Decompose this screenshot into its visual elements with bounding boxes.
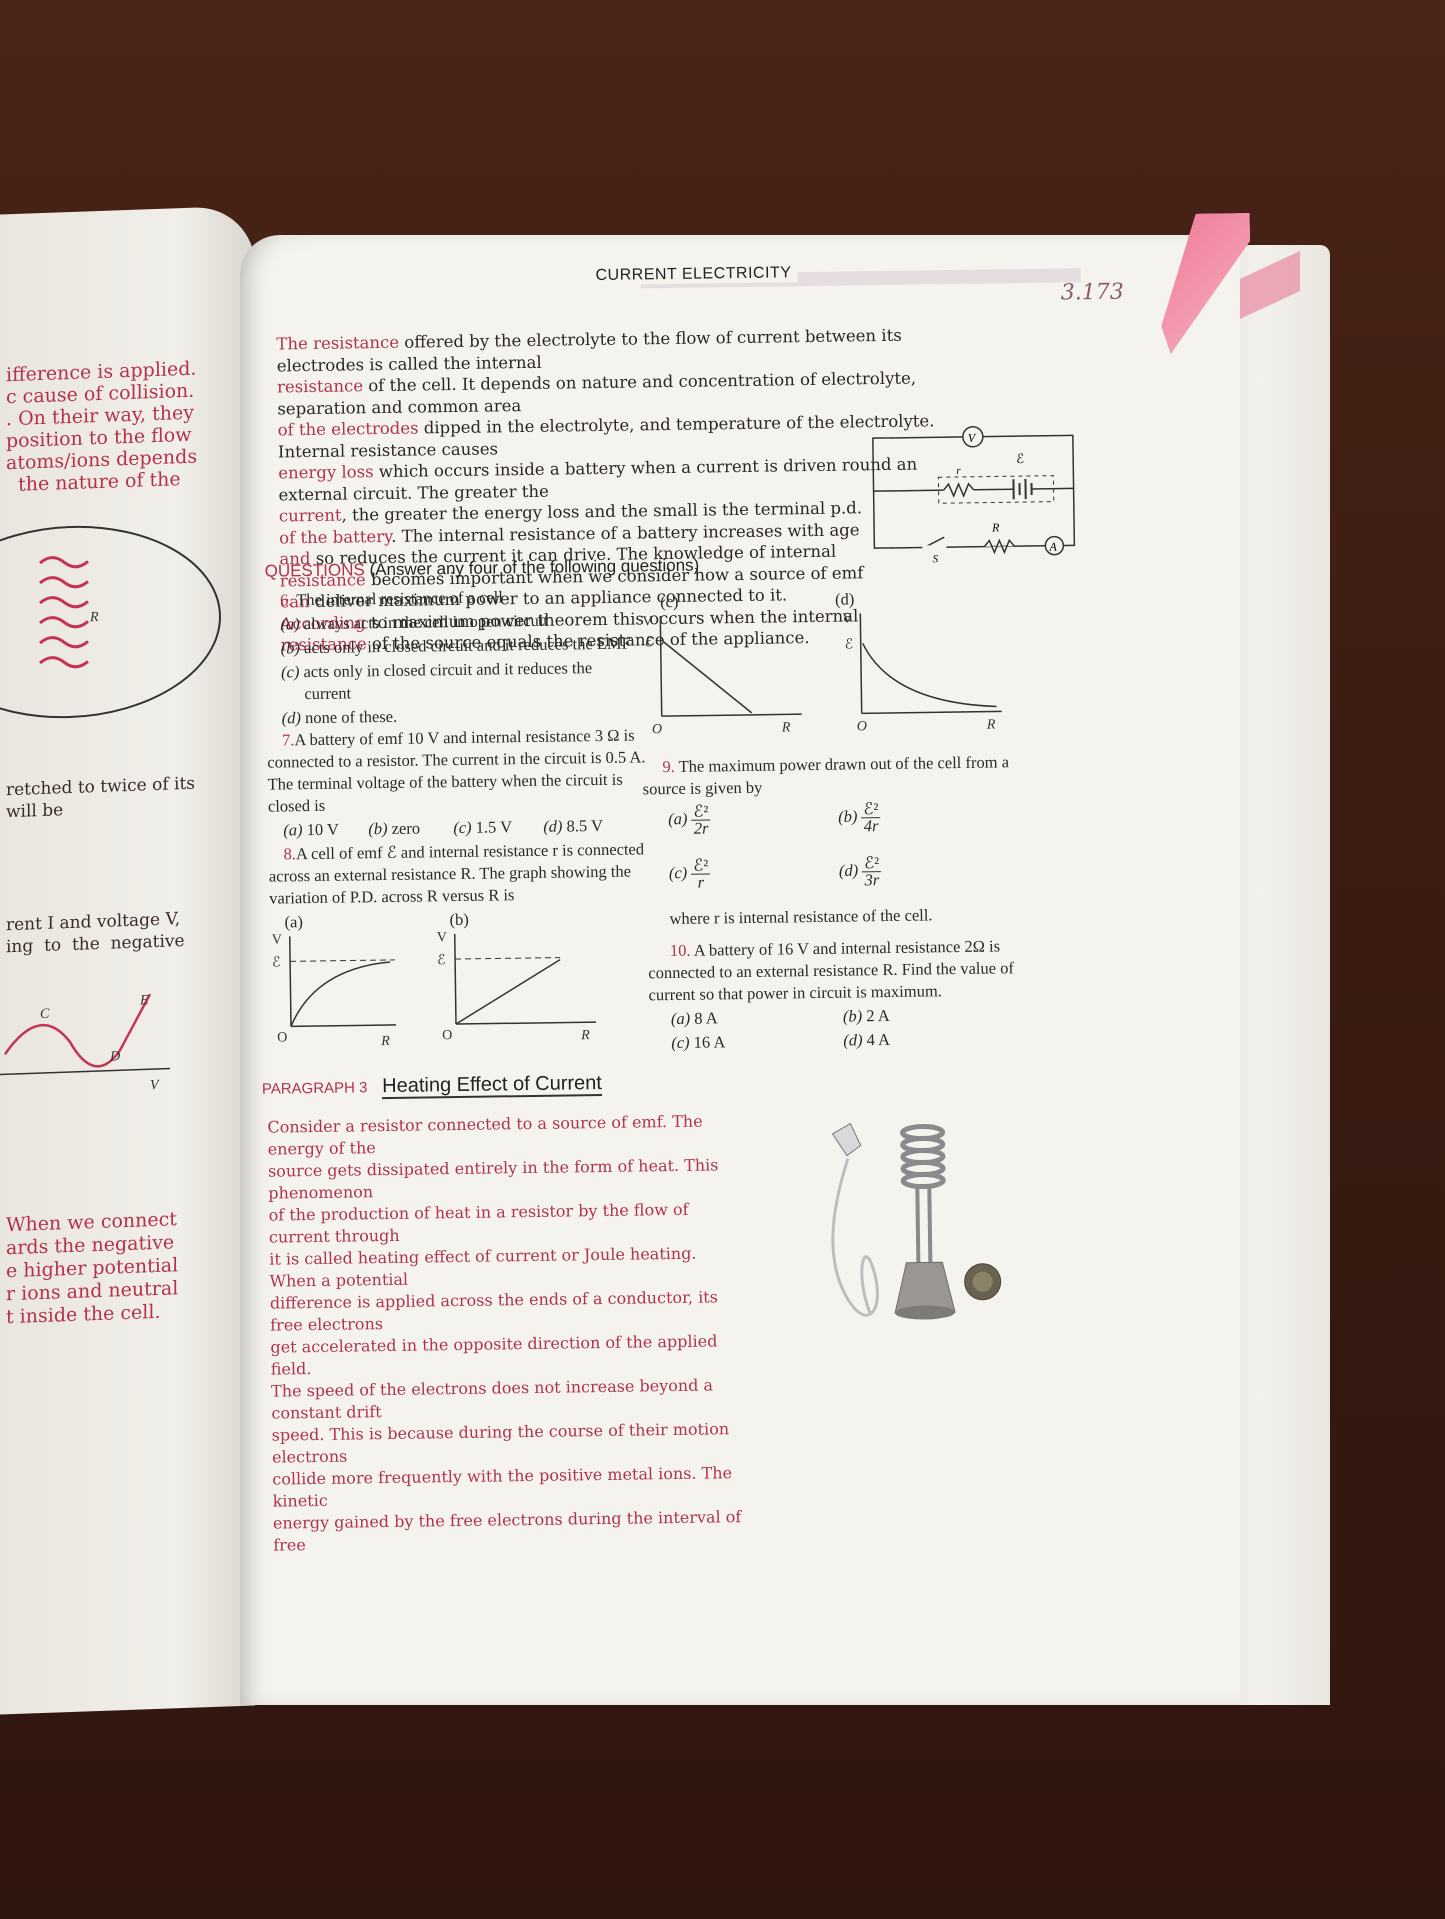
svg-text:r: r [956, 465, 961, 477]
svg-text:S: S [932, 553, 938, 563]
q6-option-b[interactable]: (b) acts only in closed circuit and it r… [280, 633, 631, 658]
q8-line: across an external resistance R. The gra… [268, 861, 632, 886]
left-text-line: the nature of the [6, 468, 181, 497]
left-text-line: t inside the cell. [6, 1300, 161, 1329]
q6-option-d[interactable]: (d) none of these. [281, 706, 398, 728]
q7-option-d[interactable]: (d) 8.5 V [543, 815, 604, 836]
q10-option-a[interactable]: (a) 8 A [670, 1008, 718, 1029]
running-head: CURRENT ELECTRICITY [595, 264, 798, 286]
svg-text:R: R [380, 1034, 390, 1049]
q8-graph-c-label: (c) [659, 591, 679, 612]
q10-option-b[interactable]: (b) 2 A [842, 1005, 890, 1026]
q7-line: The terminal voltage of the battery when… [267, 769, 623, 794]
svg-text:ℰ: ℰ [1016, 451, 1024, 466]
q7-line: closed is [267, 795, 326, 816]
q6-stem: 6. The internal resistance of a cell [279, 587, 503, 610]
left-curve-figure: C E D V [0, 993, 170, 1093]
q10-option-d[interactable]: (d) 4 A [843, 1029, 891, 1050]
svg-text:R: R [781, 720, 791, 735]
q9-line: source is given by [642, 777, 763, 799]
left-page: ifference is applied. c cause of collisi… [0, 205, 255, 1715]
curve-label-v: V [150, 1078, 160, 1093]
q8-graph-d-label: (d) [834, 589, 855, 609]
q10-line: current so that power in circuit is maxi… [648, 981, 942, 1005]
svg-text:R: R [580, 1028, 590, 1043]
q10-option-c[interactable]: (c) 16 A [671, 1032, 726, 1053]
svg-text:O: O [652, 722, 662, 737]
q7-option-a[interactable]: (a) 10 V [283, 819, 340, 840]
svg-text:ℰ: ℰ [272, 955, 281, 970]
q8-graph-b-label: (b) [449, 909, 469, 930]
svg-text:O: O [857, 719, 867, 734]
q10-line: connected to an external resistance R. F… [648, 958, 1015, 983]
svg-text:V: V [272, 932, 282, 947]
svg-text:V: V [437, 930, 447, 945]
curve-label-c: C [40, 1007, 50, 1022]
q6-option-c-cont: current [304, 683, 352, 704]
graph-d[interactable]: V ℰ O R [820, 606, 1007, 739]
q9-note: where r is internal resistance of the ce… [669, 905, 933, 929]
svg-text:V: V [968, 431, 977, 445]
graph-a[interactable]: V ℰ O R [270, 930, 412, 1052]
svg-text:R: R [991, 520, 1000, 534]
paragraph3-text: Consider a resistor connected to a sourc… [267, 1111, 742, 1555]
curve-label-d: D [109, 1049, 120, 1064]
circuit-diagram: V r ℰ R A S [872, 426, 1076, 563]
q7-option-c[interactable]: (c) 1.5 V [453, 817, 513, 838]
graph-c[interactable]: V ℰ O R [640, 609, 812, 741]
q9-line: 9. The maximum power drawn out of the ce… [662, 752, 1010, 777]
page-number: 3.173 [1060, 279, 1124, 306]
coil-label-r: R [89, 610, 99, 625]
svg-text:ℰ: ℰ [845, 637, 854, 652]
left-text-line: will be [6, 800, 64, 823]
q6-option-a[interactable]: (a) always acts in the cell in open circ… [280, 610, 549, 634]
corner-stripe [1160, 213, 1252, 354]
svg-text:V: V [842, 611, 852, 626]
left-coil-figure: R [0, 525, 221, 719]
q6-option-c[interactable]: (c) acts only in closed circuit and it r… [280, 658, 593, 682]
svg-text:ℰ: ℰ [645, 635, 654, 650]
svg-text:O: O [442, 1028, 452, 1043]
q8-line: variation of P.D. across R versus R is [269, 885, 515, 908]
paragraph3-heading: PARAGRAPH 3 Heating Effect of Current [261, 1072, 603, 1100]
q7-option-b[interactable]: (b) zero [368, 818, 421, 839]
graph-b[interactable]: V ℰ O R [435, 927, 607, 1049]
svg-text:ℰ: ℰ [437, 953, 446, 968]
immersion-heater-image [831, 1122, 1002, 1320]
left-text-line: retched to twice of its [6, 773, 196, 801]
svg-text:V: V [642, 614, 652, 629]
svg-text:O: O [277, 1030, 287, 1045]
svg-text:A: A [1048, 540, 1057, 554]
q8-graph-a-label: (a) [284, 912, 304, 932]
curve-label-e: E [139, 993, 149, 1008]
svg-text:R: R [986, 717, 996, 732]
left-text-line: ing to the negative [6, 931, 185, 958]
edge-stripe [1240, 251, 1300, 319]
book-page: CURRENT ELECTRICITY 3.173 The resistance… [240, 235, 1240, 1705]
